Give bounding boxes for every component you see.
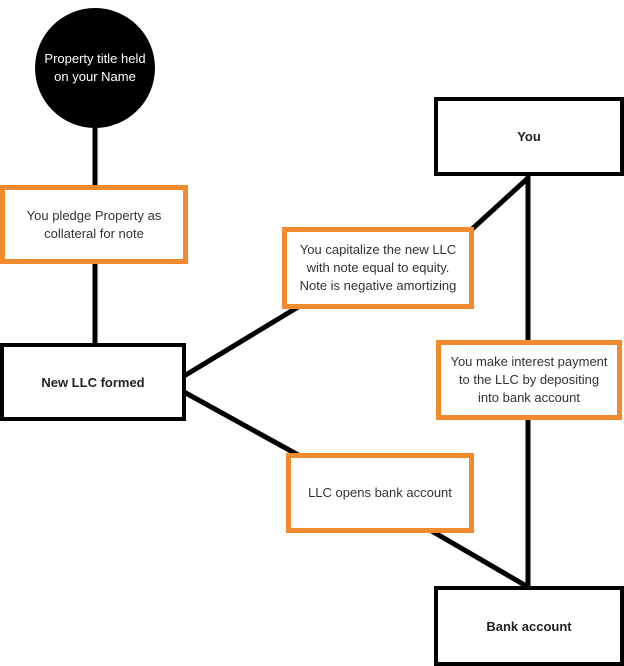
you-node: You [434, 97, 624, 176]
you-label: You [517, 129, 541, 144]
capitalize-label: You capitalize the new LLC with note equ… [299, 242, 457, 293]
bank-account-node: Bank account [434, 586, 624, 666]
line-capitalize-to-you [468, 176, 530, 233]
new-llc-label: New LLC formed [41, 374, 145, 390]
new-llc-node: New LLC formed [0, 343, 186, 421]
pledge-label: You pledge Property as collateral for no… [26, 207, 162, 241]
line-bank-opens-to-bank [428, 527, 530, 590]
capitalize-node: You capitalize the new LLC with note equ… [282, 227, 474, 309]
line-llc-to-bank-opens [182, 389, 302, 459]
property-title-label: Property title held on your Name [44, 51, 146, 84]
interest-payment-node: You make interest payment to the LLC by … [436, 340, 622, 420]
interest-payment-label: You make interest payment to the LLC by … [450, 354, 608, 405]
bank-opens-node: LLC opens bank account [286, 453, 474, 533]
pledge-node: You pledge Property as collateral for no… [0, 185, 188, 264]
bank-account-label: Bank account [486, 618, 572, 634]
bank-opens-label: LLC opens bank account [308, 485, 452, 500]
line-llc-to-capitalize [182, 304, 300, 379]
property-title-node: Property title held on your Name [35, 8, 155, 128]
